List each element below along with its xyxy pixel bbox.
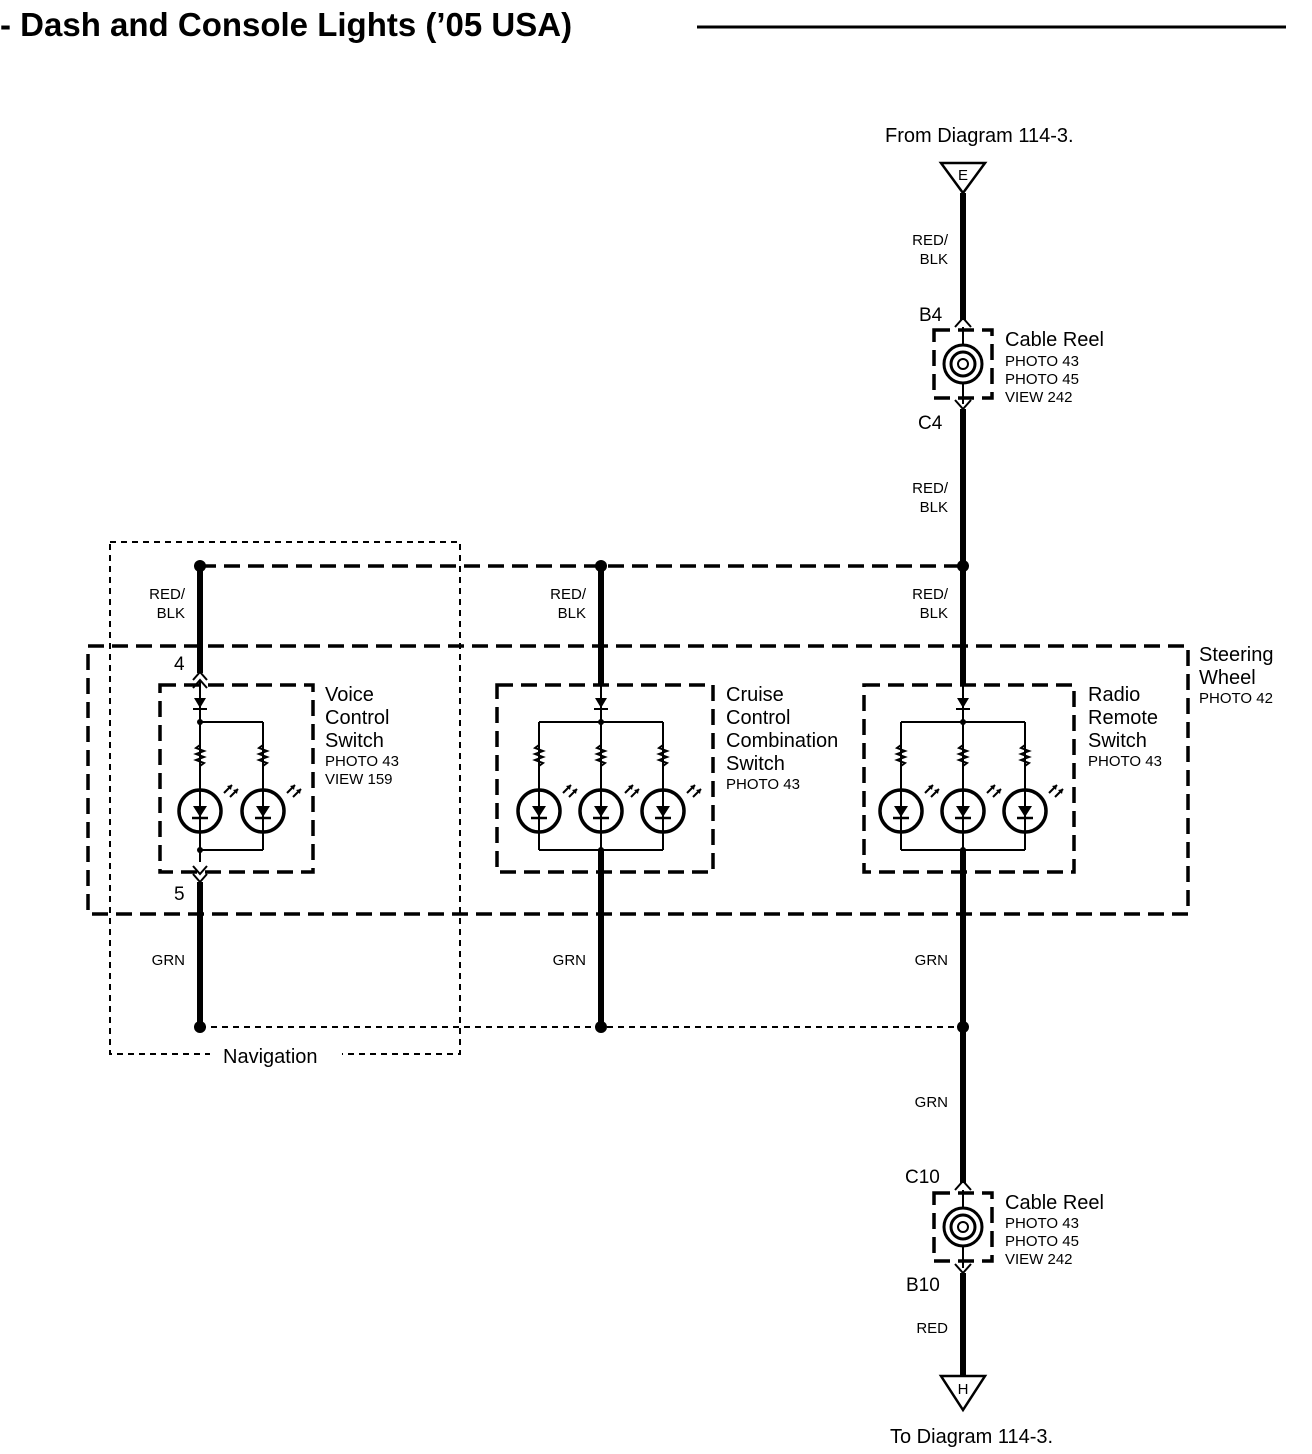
- resistor-icon: [258, 740, 268, 770]
- wire-label-red: RED/: [550, 586, 587, 603]
- from-diagram-label: From Diagram 114-3.: [885, 125, 1074, 147]
- wire-label-blk: BLK: [157, 605, 185, 622]
- voice-switch-label-3: Switch: [325, 730, 384, 752]
- resistor-icon: [195, 740, 205, 770]
- wire-label-blk: BLK: [558, 605, 586, 622]
- voice-control-switch-box: [158, 683, 315, 874]
- cable-reel-top-ref-3: VIEW 242: [1005, 389, 1073, 406]
- resistor-icon: [896, 740, 906, 770]
- resistor-icon: [534, 740, 544, 770]
- wire-label-grn: GRN: [915, 952, 948, 969]
- bulb-icon: [1002, 783, 1065, 834]
- resistor-icon: [596, 740, 606, 770]
- cruise-control-switch-box: [495, 683, 715, 874]
- radio-switch-label-2: Remote: [1088, 707, 1158, 729]
- steering-wheel-label-2: Wheel: [1199, 667, 1256, 689]
- wire-label-grn: GRN: [915, 1094, 948, 1111]
- splice-bottom-1: [194, 1021, 206, 1033]
- to-diagram-label: To Diagram 114-3.: [890, 1426, 1053, 1448]
- pin-5: 5: [174, 884, 185, 905]
- pin-c10: C10: [905, 1167, 940, 1188]
- bulb-icon: [516, 783, 579, 834]
- steering-wheel-ref: PHOTO 42: [1199, 690, 1273, 707]
- cruise-switch-label-2: Control: [726, 707, 790, 729]
- voice-switch-ref-1: PHOTO 43: [325, 753, 399, 770]
- resistor-icon: [958, 740, 968, 770]
- resistor-icon: [1020, 740, 1030, 770]
- voice-switch-label-2: Control: [325, 707, 389, 729]
- wire-label-red: RED/: [912, 232, 949, 249]
- cruise-switch-label-3: Combination: [726, 730, 838, 752]
- resistor-icon: [658, 740, 668, 770]
- wire-label-red: RED/: [912, 480, 949, 497]
- wire-label-blk: BLK: [920, 251, 948, 268]
- steering-wheel-label-1: Steering: [1199, 644, 1274, 666]
- cable-reel-bottom-ref-1: PHOTO 43: [1005, 1215, 1079, 1232]
- bulb-icon: [177, 783, 240, 834]
- voice-switch-ref-2: VIEW 159: [325, 771, 393, 788]
- radio-switch-ref-1: PHOTO 43: [1088, 753, 1162, 770]
- cable-reel-bottom-icon: [942, 1206, 984, 1248]
- connector-h-letter: H: [958, 1381, 969, 1398]
- cable-reel-top-label: Cable Reel: [1005, 329, 1104, 351]
- cruise-switch-label-1: Cruise: [726, 684, 784, 706]
- radio-switch-label-1: Radio: [1088, 684, 1140, 706]
- bulb-icon: [640, 783, 703, 834]
- voice-switch-label-1: Voice: [325, 684, 374, 706]
- radio-switch-label-3: Switch: [1088, 730, 1147, 752]
- pin-c4: C4: [918, 413, 943, 434]
- connector-e-symbol: [938, 161, 988, 196]
- cruise-switch-label-4: Switch: [726, 753, 785, 775]
- pin-b4: B4: [919, 305, 943, 326]
- connector-h-symbol: [938, 1374, 988, 1413]
- pin-b10: B10: [906, 1275, 940, 1296]
- diode-icon: [593, 697, 609, 710]
- terminal-c10: [954, 1179, 972, 1191]
- connector-e-letter: E: [958, 167, 968, 184]
- bulb-icon: [578, 783, 641, 834]
- wire-label-red: RED/: [912, 586, 949, 603]
- bulb-icon: [940, 783, 1003, 834]
- radio-remote-switch-box: [862, 683, 1076, 874]
- cable-reel-bottom-ref-2: PHOTO 45: [1005, 1233, 1079, 1250]
- wire-label-blk: BLK: [920, 499, 948, 516]
- cruise-switch-ref-1: PHOTO 43: [726, 776, 800, 793]
- navigation-label: Navigation: [223, 1046, 318, 1068]
- terminal-b4: [954, 316, 972, 328]
- wire-label-red: RED/: [149, 586, 186, 603]
- wire-label-grn: GRN: [152, 952, 185, 969]
- cable-reel-top-ref-2: PHOTO 45: [1005, 371, 1079, 388]
- wire-label-blk: BLK: [920, 605, 948, 622]
- pin-4: 4: [174, 654, 185, 675]
- page-title: - Dash and Console Lights (’05 USA): [0, 6, 572, 43]
- cable-reel-top-ref-1: PHOTO 43: [1005, 353, 1079, 370]
- diode-icon: [955, 697, 971, 710]
- wire-label-red-bottom: RED: [916, 1320, 948, 1337]
- steering-wheel-box: [86, 644, 1190, 916]
- cable-reel-bottom-ref-3: VIEW 242: [1005, 1251, 1073, 1268]
- bulb-icon: [878, 783, 941, 834]
- cable-reel-top-icon: [942, 343, 984, 385]
- splice-bottom-2: [595, 1021, 607, 1033]
- wire-label-grn: GRN: [553, 952, 586, 969]
- cable-reel-bottom-label: Cable Reel: [1005, 1192, 1104, 1214]
- bulb-icon: [240, 783, 303, 834]
- diode-icon: [192, 697, 208, 710]
